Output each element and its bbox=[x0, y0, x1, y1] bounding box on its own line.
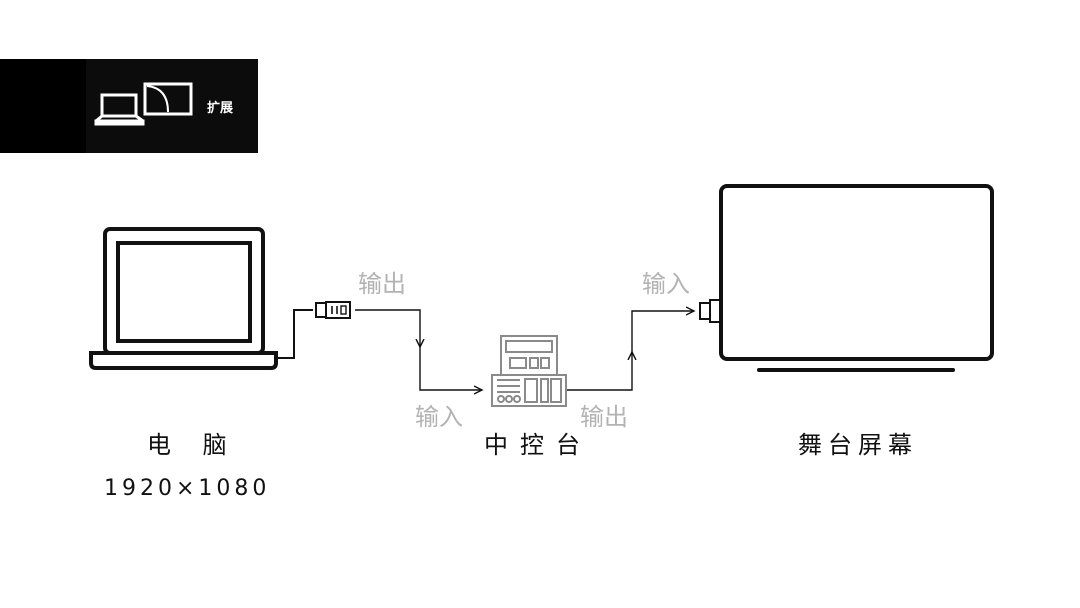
controller-output-label: 输出 bbox=[580, 403, 628, 431]
arrow-out-up bbox=[567, 352, 632, 391]
hdmi-socket-icon bbox=[699, 299, 721, 323]
arrow-into-controller bbox=[419, 347, 482, 390]
console-icon bbox=[491, 335, 567, 407]
extend-display-icon bbox=[94, 82, 193, 126]
screen-input-label: 输入 bbox=[642, 270, 690, 298]
laptop-icon bbox=[89, 227, 278, 370]
badge-panel bbox=[86, 59, 258, 153]
computer-resolution: 1920×1080 bbox=[104, 476, 271, 501]
monitor-icon bbox=[719, 184, 994, 372]
extend-mode-badge bbox=[0, 59, 258, 153]
computer-output-label: 输出 bbox=[358, 270, 406, 298]
arrow-into-screen bbox=[631, 311, 694, 352]
controller-label: 中控台 bbox=[484, 431, 592, 459]
computer-label: 电 脑 bbox=[147, 431, 239, 459]
hdmi-plug-icon bbox=[315, 301, 351, 319]
controller-input-label: 输入 bbox=[415, 403, 463, 431]
arrow-out-down bbox=[355, 309, 420, 347]
screen-label: 舞台屏幕 bbox=[798, 431, 918, 459]
cable-computer bbox=[276, 309, 313, 359]
badge-label: 扩展 bbox=[207, 101, 234, 116]
